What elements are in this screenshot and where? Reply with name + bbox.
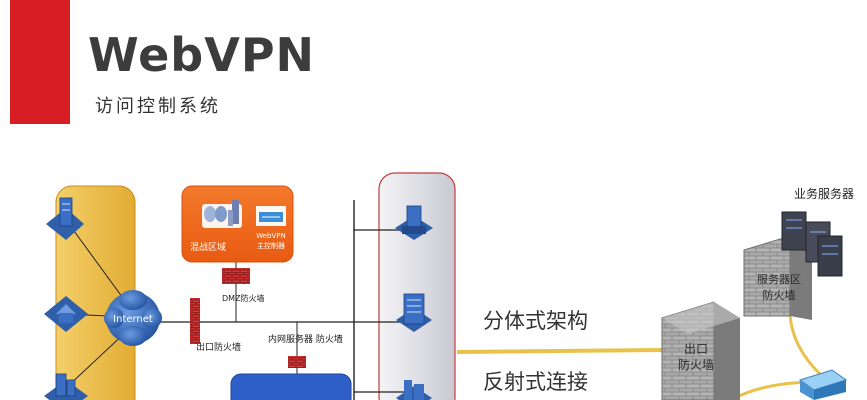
- dmz-firewall-label: DMZ防火墙: [222, 293, 265, 303]
- server-cluster-icon: [202, 200, 242, 228]
- internet-label: Internet: [113, 314, 153, 325]
- dmz-firewall-icon: [222, 268, 250, 284]
- page-title: WebVPN: [88, 28, 316, 82]
- exit-firewall-wall-icon: [661, 301, 740, 400]
- cloud-server-icon: [395, 205, 433, 240]
- exit-firewall-label: 出口防火墙: [196, 341, 241, 353]
- webvpn-gateway-icon: [256, 206, 286, 226]
- webvpn-gateway-label-1: WebVPN: [256, 232, 286, 240]
- exit-wall-label-1: 出口: [684, 342, 708, 356]
- reverse-connection-label: 反射式连接: [483, 370, 588, 394]
- client-home-icon: [44, 296, 88, 332]
- exit-firewall-icon: [190, 298, 200, 344]
- internet-globe-icon: [104, 290, 162, 346]
- page-subtitle: 访问控制系统: [95, 96, 221, 117]
- client-server-icon: [46, 197, 84, 240]
- service-zone-firewall-icon: [743, 235, 812, 320]
- tower-server-icon: [396, 380, 432, 400]
- intranet-firewall-icon: [288, 356, 306, 368]
- business-server-rack-icon: [781, 211, 843, 277]
- service-zone-label-1: 服务器区: [757, 273, 801, 286]
- mixed-zone-label: 混战区域: [190, 241, 226, 253]
- intranet-firewall-label: 内网服务器 防火墙: [268, 333, 343, 345]
- intranet-zone: [230, 373, 352, 400]
- client-office-icon: [44, 373, 88, 400]
- distributed-architecture-label: 分体式架构: [483, 309, 588, 333]
- business-servers-label: 业务服务器: [794, 186, 854, 201]
- webvpn-gateway-label-2: 主控制器: [257, 241, 285, 250]
- building-server-icon: [396, 293, 432, 332]
- exit-wall-label-2: 防火墙: [678, 357, 714, 372]
- service-zone-label-2: 防火墙: [763, 288, 796, 302]
- network-switch-icon: [798, 369, 848, 400]
- accent-bar: [10, 0, 70, 124]
